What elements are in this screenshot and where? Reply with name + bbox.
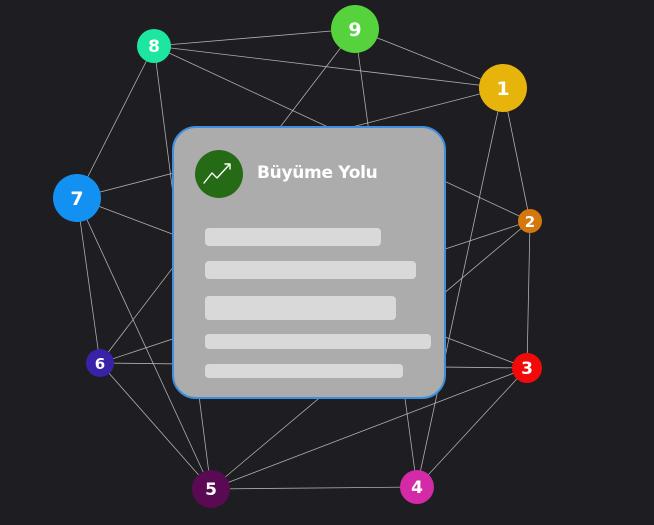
node-label: 9 [348, 19, 361, 41]
edge-9-8 [153, 28, 356, 47]
placeholder-line [205, 364, 403, 378]
node-circle [137, 29, 171, 63]
node-label: 2 [525, 213, 535, 231]
node-label: 3 [521, 359, 533, 379]
node-circle [86, 349, 114, 377]
node-circle [400, 470, 434, 504]
node-label: 1 [496, 78, 509, 100]
placeholder-line [205, 296, 396, 320]
node-7[interactable]: 7 [53, 174, 101, 222]
node-circle [518, 209, 542, 233]
edge-3-4 [416, 367, 528, 488]
node-circle [192, 470, 230, 508]
card-title: Büyüme Yolu [257, 163, 378, 183]
node-label: 8 [148, 37, 160, 57]
edge-6-7 [76, 197, 101, 364]
node-3[interactable]: 3 [512, 353, 542, 383]
placeholder-line [205, 261, 416, 279]
node-label: 6 [95, 355, 105, 373]
placeholder-line [205, 228, 381, 246]
graph-nodes: 1 2 3 4 5 6 7 8 9 [53, 5, 542, 508]
node-circle [479, 64, 527, 112]
node-9[interactable]: 9 [331, 5, 379, 53]
edge-8-1 [153, 45, 504, 89]
node-6[interactable]: 6 [86, 349, 114, 377]
node-4[interactable]: 4 [400, 470, 434, 504]
node-label: 7 [70, 188, 83, 210]
node-2[interactable]: 2 [518, 209, 542, 233]
node-8[interactable]: 8 [137, 29, 171, 63]
node-circle [331, 5, 379, 53]
node-label: 4 [411, 478, 423, 498]
node-circle [512, 353, 542, 383]
node-1[interactable]: 1 [479, 64, 527, 112]
edge-5-3 [210, 367, 528, 490]
edge-5-6 [99, 362, 212, 490]
node-label: 5 [205, 480, 217, 500]
node-circle [53, 174, 101, 222]
edge-7-5 [76, 197, 212, 490]
edge-2-3 [526, 220, 531, 369]
edge-1-4 [416, 87, 504, 488]
placeholder-line [205, 334, 431, 349]
trend-up-arrow-icon [195, 150, 243, 198]
edge-9-1 [354, 28, 504, 89]
node-5[interactable]: 5 [192, 470, 230, 508]
edge-7-8 [76, 45, 155, 199]
edge-4-5 [210, 486, 418, 490]
info-card[interactable]: Büyüme Yolu [172, 126, 446, 399]
